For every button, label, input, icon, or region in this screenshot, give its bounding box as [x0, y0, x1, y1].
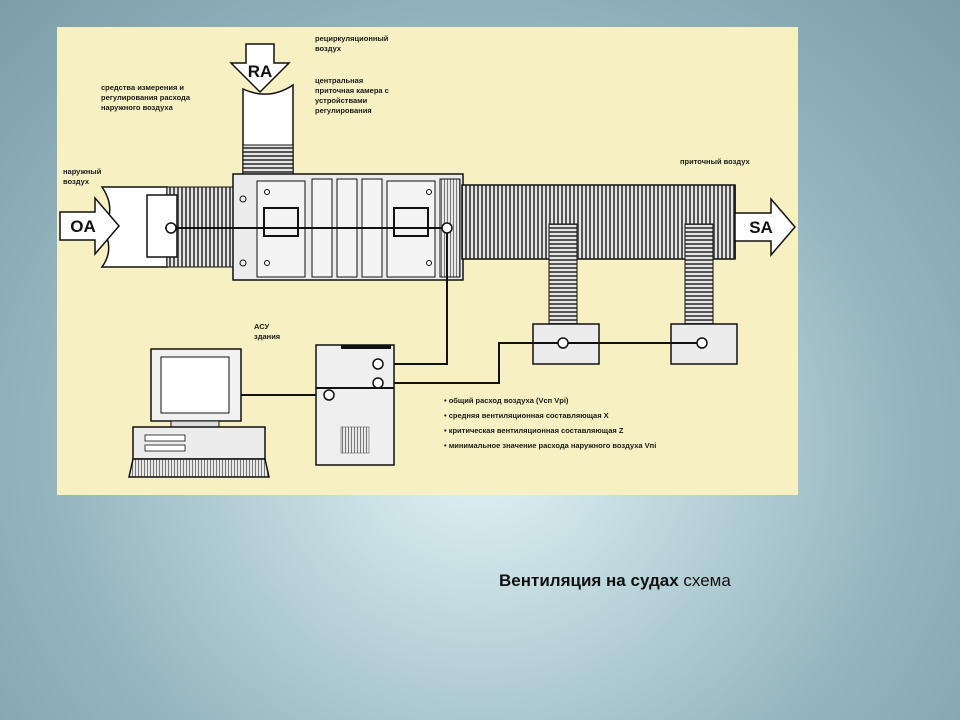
caption-bold: Вентиляция на судах [499, 571, 679, 590]
bullet-list: • общий расход воздуха (Vсп Vрі) • средн… [444, 396, 656, 450]
svg-text:средства измерения и: средства измерения и [101, 83, 184, 92]
label-bms: АСУ здания [254, 322, 280, 341]
label-recirculation-air: рециркуляционный воздух [315, 34, 389, 53]
svg-text:наружный: наружный [63, 167, 102, 176]
svg-text:RA: RA [248, 62, 273, 81]
svg-text:устройствами: устройствами [315, 96, 368, 105]
svg-text:регулирования: регулирования [315, 106, 372, 115]
ra-arrow: RA [229, 43, 291, 94]
bullet-item: • общий расход воздуха (Vсп Vрі) [444, 396, 569, 405]
control-wiring [165, 227, 702, 396]
bms-controller [315, 344, 395, 466]
label-central-supply-unit: центральная приточная камера с устройств… [315, 76, 389, 115]
svg-text:воздух: воздух [315, 44, 342, 53]
svg-text:SA: SA [749, 218, 773, 237]
bullet-item: • минимальное значение расхода наружного… [444, 441, 656, 450]
caption-normal: схема [683, 571, 731, 590]
sa-arrow: SA [734, 196, 796, 258]
branch-duct-2 [684, 223, 714, 325]
svg-text:АСУ: АСУ [254, 322, 270, 331]
branch-duct-1 [548, 223, 578, 325]
svg-text:здания: здания [254, 332, 280, 341]
oa-arrow: OA [59, 195, 120, 257]
label-supply-air: приточный воздух [680, 157, 751, 166]
bullet-item: • критическая вентиляционная составляюща… [444, 426, 624, 435]
label-outdoor-air: наружный воздух [63, 167, 102, 186]
ventilation-diagram: рециркуляционный воздух центральная прит… [57, 27, 798, 495]
svg-text:приточная камера с: приточная камера с [315, 86, 389, 95]
svg-text:рециркуляционный: рециркуляционный [315, 34, 389, 43]
svg-text:воздух: воздух [63, 177, 90, 186]
svg-text:центральная: центральная [315, 76, 363, 85]
svg-text:регулирования расхода: регулирования расхода [101, 93, 191, 102]
sensor-points [165, 222, 708, 349]
computer-workstation [128, 348, 270, 478]
svg-text:OA: OA [70, 217, 96, 236]
bullet-item: • средняя вентиляционная составляющая X [444, 411, 609, 420]
label-measurement-devices: средства измерения и регулирования расхо… [101, 83, 191, 112]
svg-text:наружного воздуха: наружного воздуха [101, 103, 174, 112]
slide-caption: Вентиляция на судах схема [499, 571, 731, 591]
recirculation-duct [242, 83, 294, 178]
